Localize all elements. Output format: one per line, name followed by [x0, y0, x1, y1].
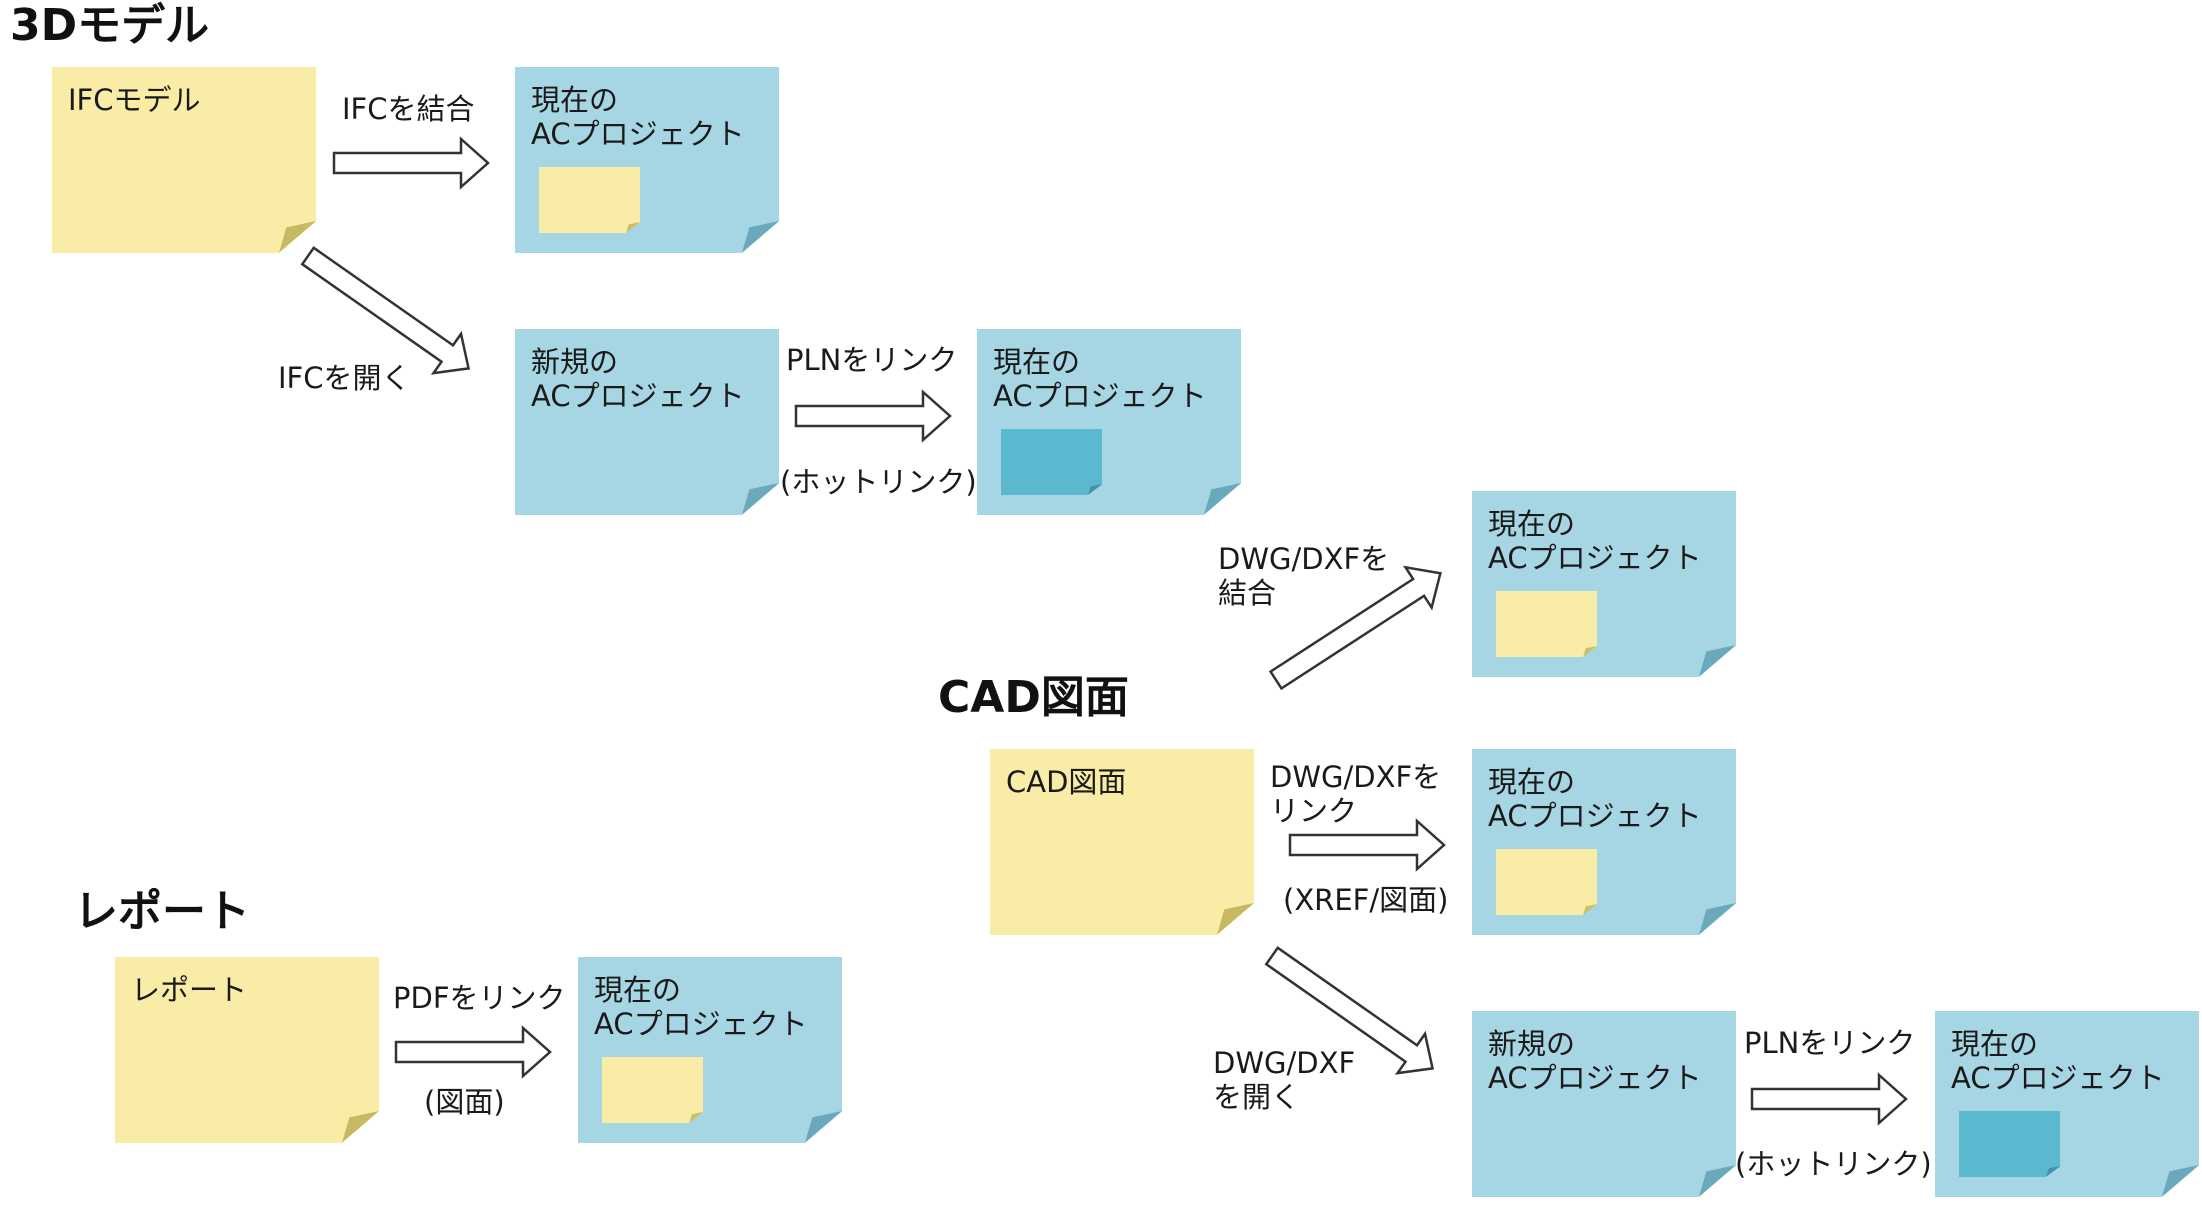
- note-current-ac-project-4: 現在の ACプロジェクト: [1472, 749, 1736, 935]
- edge-label-xref: (XREF/図面): [1283, 883, 1449, 917]
- note-label: 現在の ACプロジェクト: [1488, 507, 1702, 575]
- edge-label-open-dwg: DWG/DXF を開く: [1213, 1046, 1356, 1114]
- edge-label-merge-ifc: IFCを結合: [342, 92, 475, 126]
- note-label: 現在の ACプロジェクト: [993, 345, 1207, 413]
- arrow-merge-ifc: [332, 136, 490, 190]
- inner-note-hotlink: [1001, 429, 1102, 495]
- note-label: IFCモデル: [68, 83, 201, 117]
- note-label: 現在の ACプロジェクト: [1951, 1027, 2165, 1095]
- edge-label-link-pln-2: PLNをリンク: [1744, 1026, 1916, 1060]
- note-new-ac-project-1: 新規の ACプロジェクト: [515, 329, 779, 515]
- edge-label-link-pln-1: PLNをリンク: [786, 343, 958, 377]
- arrow-merge-dwg: [1268, 565, 1442, 691]
- note-cad-drawing: CAD図面: [990, 749, 1254, 935]
- inner-note-linked: [602, 1057, 703, 1123]
- note-label: 現在の ACプロジェクト: [594, 973, 808, 1041]
- note-current-ac-project-3: 現在の ACプロジェクト: [1472, 491, 1736, 677]
- arrow-link-pln-2: [1750, 1072, 1908, 1126]
- note-label: 現在の ACプロジェクト: [531, 83, 745, 151]
- edge-label-open-ifc: IFCを開く: [278, 361, 411, 395]
- note-label: 新規の ACプロジェクト: [1488, 1027, 1702, 1095]
- arrow-open-ifc: [300, 246, 471, 375]
- inner-note-merged: [539, 167, 640, 233]
- arrow-open-dwg: [1264, 946, 1435, 1075]
- note-current-ac-project-2: 現在の ACプロジェクト: [977, 329, 1241, 515]
- arrow-link-dwg: [1288, 818, 1446, 872]
- section-title-report: レポート: [74, 886, 250, 937]
- note-current-ac-project-6: 現在の ACプロジェクト: [578, 957, 842, 1143]
- edge-label-merge-dwg: DWG/DXFを 結合: [1218, 542, 1390, 610]
- inner-note-linked: [1496, 849, 1597, 915]
- note-label: CAD図面: [1006, 765, 1127, 799]
- edge-label-hotlink-2: (ホットリンク): [1735, 1147, 1932, 1181]
- note-label: 新規の ACプロジェクト: [531, 345, 745, 413]
- edge-label-hotlink-1: (ホットリンク): [780, 465, 977, 499]
- note-label: 現在の ACプロジェクト: [1488, 765, 1702, 833]
- edge-label-drawing: (図面): [424, 1085, 505, 1119]
- note-ifc-model: IFCモデル: [52, 67, 316, 253]
- arrow-link-pdf: [394, 1025, 552, 1079]
- arrow-link-pln-1: [794, 389, 952, 443]
- note-report: レポート: [115, 957, 379, 1143]
- inner-note-merged: [1496, 591, 1597, 657]
- edge-label-link-pdf: PDFをリンク: [393, 981, 566, 1015]
- note-current-ac-project-5: 現在の ACプロジェクト: [1935, 1011, 2199, 1197]
- note-label: レポート: [131, 973, 248, 1007]
- note-new-ac-project-2: 新規の ACプロジェクト: [1472, 1011, 1736, 1197]
- note-current-ac-project-1: 現在の ACプロジェクト: [515, 67, 779, 253]
- section-title-cad: CAD図面: [938, 672, 1129, 723]
- section-title-3d-model: 3Dモデル: [10, 0, 210, 51]
- inner-note-hotlink: [1959, 1111, 2060, 1177]
- edge-label-link-dwg: DWG/DXFを リンク: [1270, 760, 1442, 828]
